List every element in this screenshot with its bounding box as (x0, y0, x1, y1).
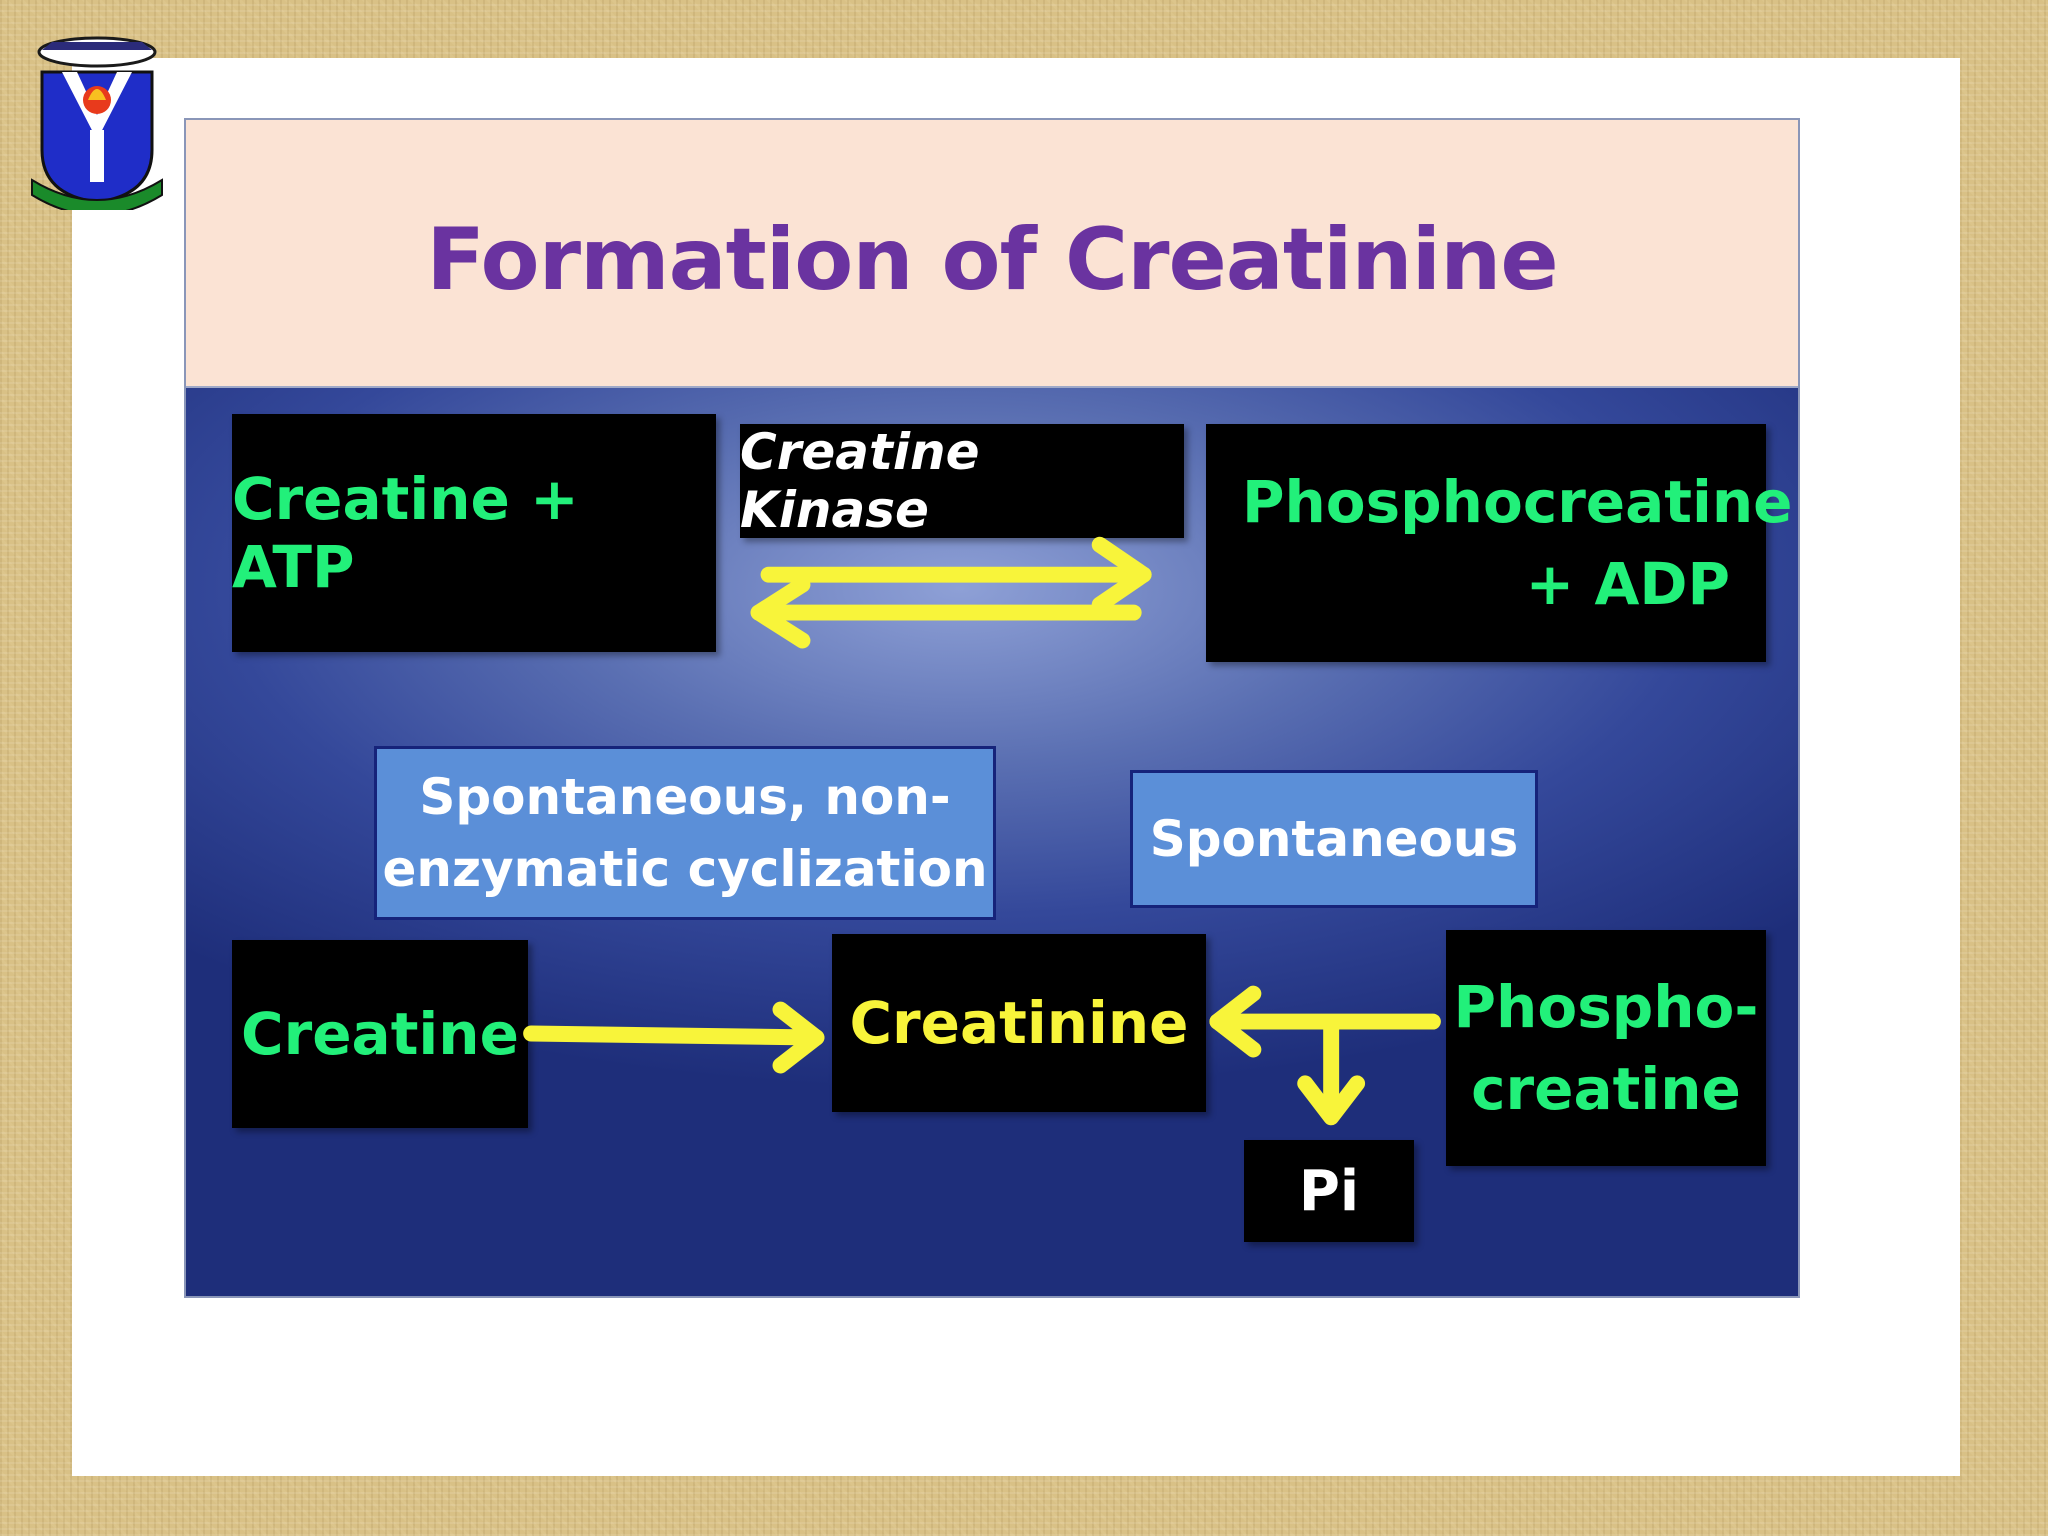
pi-arrowhead (1297, 1075, 1366, 1126)
creatinine-box: Creatinine (832, 934, 1206, 1112)
phosphocreatine-adp-line1: Phosphocreatine (1242, 468, 1793, 536)
creatine-kinase-label: Creatine Kinase (740, 423, 980, 539)
pi-box: Pi (1244, 1140, 1414, 1242)
creatine-label: Creatine (241, 1000, 519, 1068)
slide-title: Formation of Creatinine (426, 210, 1558, 310)
cyclization-arrow-shaft (523, 1025, 825, 1046)
phosphocreatine-line1: Phospho- (1453, 973, 1759, 1041)
phosphocreatine-line2: creatine (1471, 1055, 1741, 1123)
spontaneous-label-box: Spontaneous (1130, 770, 1538, 908)
spontaneous-label: Spontaneous (1149, 810, 1519, 868)
phosphocreatine-adp-line2: + ADP (1525, 550, 1730, 618)
university-crest-icon (22, 30, 172, 216)
phosphocreatine-box: Phospho- creatine (1446, 930, 1766, 1166)
cyclization-arrowhead (772, 1001, 825, 1074)
cyclization-line1: Spontaneous, non- (419, 768, 951, 826)
phosphocreatine-adp-box: Phosphocreatine + ADP (1206, 424, 1793, 662)
reverse-arrowhead (750, 576, 811, 649)
forward-arrowhead (1091, 536, 1152, 613)
spontaneous-arrowhead (1209, 985, 1262, 1058)
cyclization-label-box: Spontaneous, non- enzymatic cyclization (374, 746, 996, 920)
diagram-canvas: Creatine + ATP Creatine Kinase Phosphocr… (186, 388, 1798, 1296)
creatine-box: Creatine (232, 940, 528, 1128)
creatinine-label: Creatinine (849, 989, 1189, 1057)
creatine-atp-label: Creatine + ATP (232, 465, 579, 601)
cyclization-line2: enzymatic cyclization (382, 840, 988, 898)
creatine-atp-box: Creatine + ATP (232, 414, 716, 652)
pi-label: Pi (1298, 1158, 1360, 1224)
reaction-arrows (523, 536, 1441, 1126)
title-band: Formation of Creatinine (186, 120, 1798, 388)
creatine-kinase-box: Creatine Kinase (740, 423, 1184, 539)
slide-frame: Formation of Creatinine Creatine + ATP C… (184, 118, 1800, 1298)
